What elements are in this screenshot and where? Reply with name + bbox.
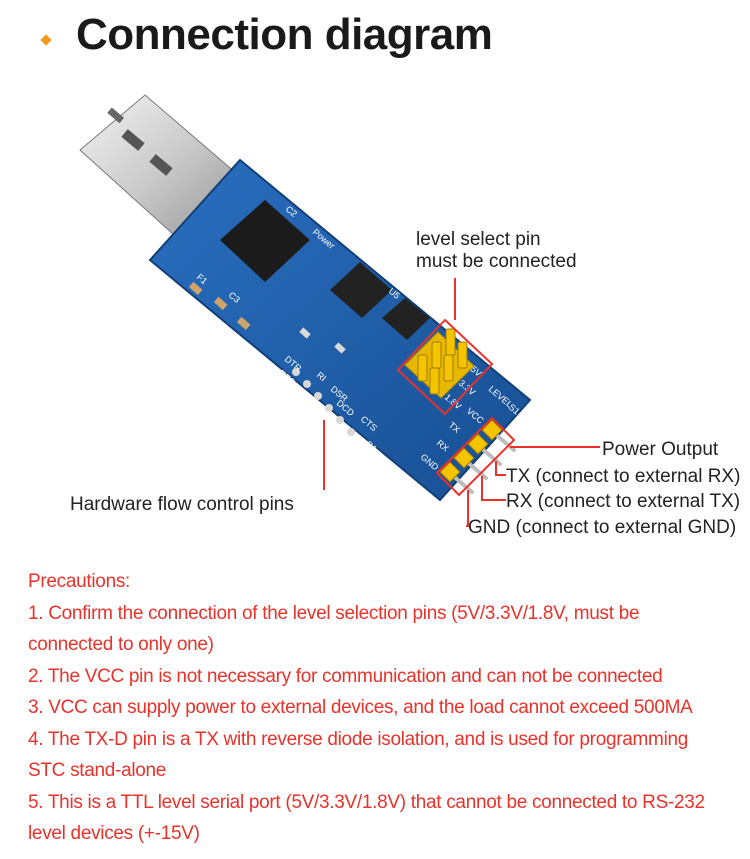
precautions-heading: Precautions: (28, 571, 131, 592)
precaution-line: 2. The VCC pin is not necessary for comm… (28, 665, 663, 687)
header: Connection diagram (0, 0, 750, 80)
rx-leader (481, 476, 506, 501)
level-select-label-line2: must be connected (416, 251, 577, 272)
level-select-label-line1: level select pin (416, 229, 541, 250)
hardware-flow-label: Hardware flow control pins (70, 494, 294, 515)
precaution-line: 3. VCC can supply power to external devi… (28, 697, 693, 718)
page-title: Connection diagram (76, 10, 493, 59)
precaution-line: level devices (+-15V) (28, 823, 200, 844)
output-header (439, 419, 516, 494)
level-select-header (404, 328, 475, 399)
tx-leader (495, 461, 506, 476)
precaution-line: connected to only one) (28, 634, 214, 655)
callout-lines (323, 278, 600, 527)
pcb-board: Power F1 C3 C2 U5 DTR RTS RI DSR DCD CTS… (148, 158, 532, 502)
flow-control-holes (292, 368, 355, 436)
rx-label: RX (connect to external TX) (506, 491, 740, 512)
output-highlight-box (435, 416, 516, 497)
tx-label: TX (connect to external RX) (506, 466, 740, 487)
gnd-label: GND (connect to external GND) (468, 517, 736, 538)
level-select-highlight-box (396, 318, 494, 416)
precaution-line: 4. The TX-D pin is a TX with reverse dio… (28, 728, 689, 750)
precaution-line: 5. This is a TTL level serial port (5V/3… (28, 791, 705, 813)
bullet-diamond-icon (40, 34, 52, 46)
gnd-leader (466, 490, 469, 527)
connection-diagram: Power F1 C3 C2 U5 DTR RTS RI DSR DCD CTS… (70, 94, 740, 538)
precaution-line: STC stand-alone (28, 760, 167, 781)
precautions-block: Precautions: 1. Confirm the connection o… (28, 566, 738, 850)
precaution-line: 1. Confirm the connection of the level s… (28, 602, 640, 624)
power-output-label: Power Output (602, 439, 719, 460)
